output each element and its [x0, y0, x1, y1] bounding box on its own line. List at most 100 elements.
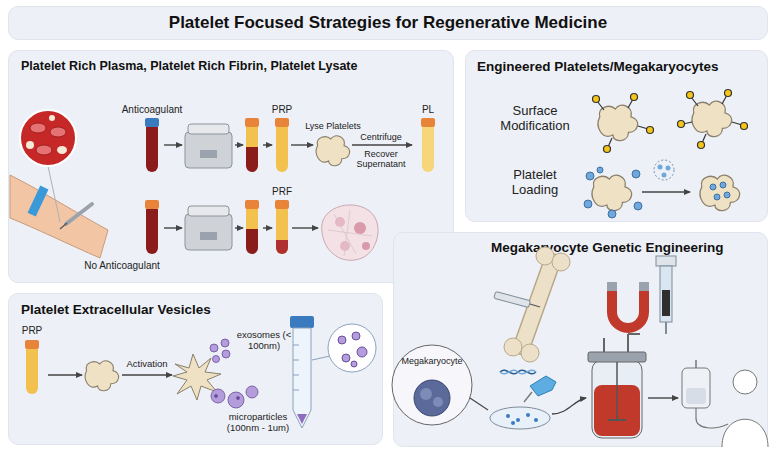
surface-ligand: [725, 90, 732, 97]
prp-tube: [275, 118, 289, 127]
prp-tube: [26, 349, 38, 394]
fibrin-clot: [335, 217, 345, 227]
separated-tube: [246, 209, 258, 229]
iv-bag: [695, 360, 697, 368]
blood-zoom: [50, 127, 66, 137]
centrifuge: [188, 124, 229, 134]
fibrin-clot: [322, 205, 378, 260]
platelet: [598, 105, 637, 140]
surface-ligand: [683, 122, 692, 124]
pl-tube: [421, 118, 435, 127]
centrifuge: [200, 232, 217, 240]
annotation-label: PRP: [12, 325, 52, 336]
iv-bag: [682, 360, 728, 428]
section-panel: Megakaryocyte Genetic Engineering: [393, 232, 768, 447]
bone: [521, 344, 539, 362]
annotation-label: Centrifuge: [351, 132, 411, 142]
falcon-tube: [293, 390, 299, 391]
blood-tube: [146, 127, 158, 172]
annotation-label: microparticles (100nm - 1um): [218, 412, 298, 433]
microparticle: [246, 386, 258, 398]
falcon-tube: [290, 316, 314, 328]
separation-column: [660, 266, 672, 322]
surface-ligand: [702, 134, 706, 143]
flow-arrow: [291, 144, 313, 145]
bone: [522, 262, 552, 346]
platelet: [592, 175, 631, 210]
dna-and-glove: [500, 370, 536, 373]
microparticle: [215, 395, 218, 398]
vesicle-zoom: [338, 336, 346, 344]
flow-arrow: [164, 227, 318, 228]
bone: [494, 247, 570, 362]
flow-arrow: [235, 144, 243, 145]
separated-tube: [246, 127, 258, 147]
surface-ligand: [638, 126, 648, 129]
separation-column: [665, 322, 667, 334]
annotation-label: Anticoagulant: [112, 104, 192, 115]
platelet: [692, 101, 731, 136]
bioreactor: [592, 360, 642, 438]
petri-dish: [516, 418, 520, 422]
flow-arrow: [263, 227, 272, 228]
microparticle: [211, 386, 258, 408]
surface-ligand: [597, 101, 604, 110]
fibrin-clot: [328, 210, 372, 256]
vesicle-zoom: [352, 332, 360, 340]
blood-zoom: [49, 115, 55, 121]
arm-illustration: [66, 204, 92, 224]
flow-arrow: [552, 398, 586, 414]
annotation-label: Lyse Platelets: [298, 121, 368, 131]
loaded-cargo: [714, 194, 720, 200]
microparticle: [228, 392, 244, 408]
flow-arrow: [164, 227, 182, 228]
megakaryocyte-zoom: [392, 345, 472, 425]
blood-tube: [145, 118, 159, 127]
falcon-tube: [293, 345, 299, 346]
pl-tube: [422, 127, 434, 172]
flow-arrow: [235, 227, 243, 228]
centrifuge: [200, 150, 217, 158]
prp-tube: [275, 118, 289, 172]
falcon-tube: [290, 316, 314, 428]
prp-tube: [25, 340, 39, 394]
exosome: [210, 344, 218, 352]
flow-arrow: [642, 191, 690, 192]
prp-tube: [276, 127, 288, 172]
cargo-particle: [584, 200, 592, 208]
surface-ligand: [691, 97, 698, 106]
bone: [504, 338, 522, 356]
cargo-particle: [586, 172, 594, 180]
blood-zoom: [57, 146, 67, 154]
panel-heading: Megakaryocyte Genetic Engineering: [491, 240, 724, 255]
cargo-particle: [608, 210, 616, 218]
dna-and-glove: [524, 392, 532, 402]
separated-tube: [245, 200, 259, 254]
arm-illustration: [10, 175, 108, 258]
iv-bag: [696, 408, 728, 428]
separation-column: [656, 256, 676, 266]
flow-arrow: [164, 144, 412, 145]
activated-platelet: [173, 354, 221, 400]
loaded-cargo: [724, 192, 730, 198]
panel-heading: Engineered Platelets/Megakaryocytes: [477, 59, 719, 74]
leader-line: [470, 398, 488, 410]
centrifuge: [185, 206, 232, 250]
arm-illustration: [60, 223, 67, 229]
fibrin-clot: [354, 222, 366, 234]
separated-tube: [246, 127, 258, 172]
panel-heading: Platelet Extracellular Vesicles: [21, 302, 211, 317]
blood-tube: [146, 209, 158, 254]
flow-arrow: [48, 374, 82, 375]
exosome: [210, 339, 230, 363]
cargo-cluster: [654, 160, 674, 180]
bone: [522, 262, 552, 346]
bioreactor: [594, 385, 640, 436]
bioreactor: [588, 352, 646, 362]
surface-ligand: [732, 122, 742, 125]
separated-tube: [246, 209, 258, 254]
patient: [722, 370, 768, 447]
surface-ligand: [631, 94, 638, 101]
surface-ligand: [698, 142, 705, 149]
vesicle-zoom: [342, 354, 350, 362]
